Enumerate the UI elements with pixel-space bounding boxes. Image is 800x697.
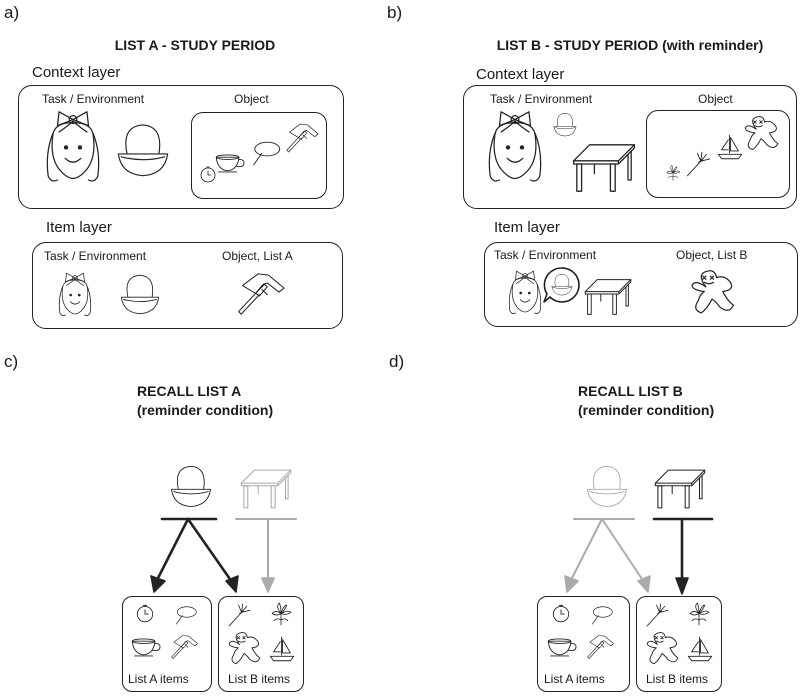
panel-b-context-label: Context layer [476,66,565,83]
panel-a-context-object: Object [234,92,269,106]
stopwatch-icon [552,604,570,623]
panel-b-item-task: Task / Environment [494,248,597,262]
panel-c-letter: c) [4,352,19,371]
panel-d-list-b-box [636,596,722,692]
panel-b-title: LIST B - STUDY PERIOD (with reminder) [496,37,764,53]
panel-a-item-object: Object, List A [222,249,293,263]
panel-b-object-box [646,110,790,198]
panel-d-list-a-label: List A items [544,672,605,686]
sailboat-icon [687,636,713,662]
panel-a-title: LIST A - STUDY PERIOD [114,37,276,53]
panel-a-context-label: Context layer [32,64,121,81]
panel-a-item-task: Task / Environment [44,249,147,263]
panel-b-context-box [463,85,797,209]
panel-d-letter: d) [389,352,405,371]
gingerbread-icon [646,632,679,665]
panel-c-connectors [150,517,297,593]
panel-b-item-object: Object, List B [676,248,748,262]
panel-c-title-line2: (reminder condition) [137,402,274,418]
panel-a-item-box [32,242,343,329]
panel-b-letter: b) [387,3,403,22]
flower-icon [689,602,710,626]
panel-c-title-line1: RECALL LIST A [137,383,242,399]
panel-a-context-task: Task / Environment [42,92,145,106]
panel-c-list-b-box [218,596,304,692]
panel-b-item-label: Item layer [494,219,560,236]
fork-icon [646,603,669,627]
panel-a-object-box [191,112,327,199]
panel-a-item-label: Item layer [46,219,112,236]
panel-b-context-object: Object [698,92,733,106]
reminder-bubble-icon [543,267,580,303]
panel-d-title-line1: RECALL LIST B [578,383,683,399]
panel-d-list-b-label: List B items [646,672,709,686]
panel-d-title-line2: (reminder condition) [578,402,715,418]
teacup-icon [547,638,577,657]
pin-icon [591,606,613,625]
panel-d-list-a-box [537,596,630,692]
panel-b-context-task: Task / Environment [490,92,593,106]
panel-c-list-a-label: List A items [128,672,189,686]
panel-c-title: RECALL LIST A (reminder condition) [137,382,273,420]
panel-c-list-b-label: List B items [228,672,291,686]
panel-c-list-a-box [122,596,212,692]
panel-a-context-box [18,85,344,209]
panel-a-letter: a) [4,3,20,22]
panel-d-title: RECALL LIST B (reminder condition) [578,382,714,420]
hammer-icon [587,635,614,659]
panel-b-item-box [484,242,798,327]
